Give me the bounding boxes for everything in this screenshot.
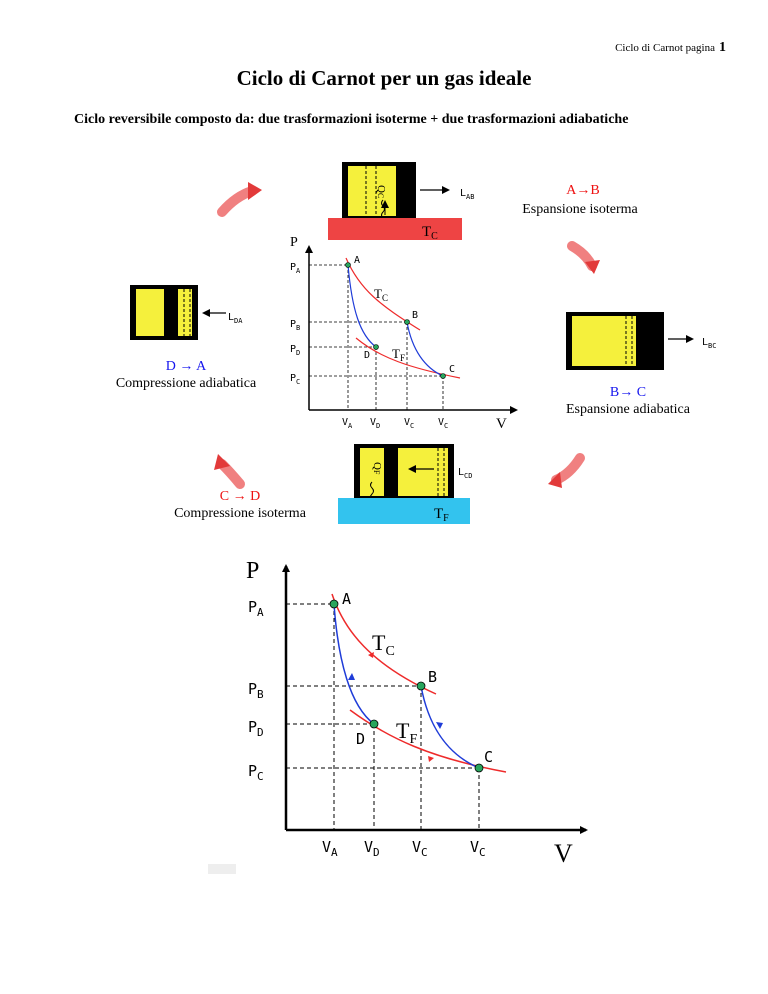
cycle-arrow-top-right [567, 241, 600, 274]
cold-reservoir: TF [338, 498, 470, 524]
heat-label-ab: QC [375, 185, 387, 198]
large-point-d: D [356, 730, 365, 748]
large-point-a: A [342, 590, 351, 608]
small-point-b: B [412, 310, 418, 321]
stage-ab-desc: Espansione isoterma [522, 202, 638, 217]
small-v-label-c2: VC [438, 417, 448, 430]
stage-da-heading: D → A [166, 359, 207, 374]
small-p-label-c: PC [290, 373, 300, 386]
page-title: Ciclo di Carnot per un gas ideale [236, 66, 532, 90]
cold-reservoir-label: TF [434, 506, 449, 524]
stage-bc-heading: B→ C [610, 385, 646, 400]
large-v-label-c1: VC [412, 838, 428, 859]
small-point-c: C [449, 364, 455, 375]
stage-cd-desc: Compressione isoterma [174, 506, 307, 521]
large-p-label-c: PC [248, 762, 264, 783]
cycle-arrow-bottom-left [214, 454, 245, 489]
large-v-label-a: VA [322, 838, 338, 859]
small-point-d: D [364, 350, 370, 361]
stage-da-desc: Compressione adiabatica [116, 376, 257, 391]
large-v-label-c2: VC [470, 838, 486, 859]
small-p-label-a: PA [290, 262, 301, 275]
small-iso-hot: TC [374, 286, 388, 303]
heat-label-cd: QF [371, 462, 383, 475]
large-iso-cold: TF [396, 718, 417, 747]
large-axis-p: P [246, 558, 259, 584]
stage-bc-desc: Espansione adiabatica [566, 402, 691, 417]
cycle-arrow-bottom-right [548, 453, 585, 488]
small-v-label-d: VD [370, 417, 380, 430]
small-v-label-c1: VC [404, 417, 414, 430]
work-label-cd: LCD [458, 467, 472, 480]
small-point-a: A [354, 255, 360, 266]
small-pv-diagram: P V A B D C TC TF PA PB [290, 235, 518, 432]
piston-cd: QF LCD [354, 444, 472, 510]
small-axis-p: P [290, 235, 298, 250]
hot-reservoir: TC [328, 218, 462, 242]
small-p-label-b: PB [290, 319, 300, 332]
work-label-da: LDA [228, 312, 243, 325]
small-axis-v: V [496, 416, 507, 432]
header-text: Ciclo di Carnot pagina [615, 42, 715, 54]
large-axis-v: V [554, 839, 573, 868]
stage-ab-heading: A→B [566, 183, 599, 198]
top-schematic: QC LAB TC A→B Espansione isoterma LDA D … [116, 162, 716, 524]
piston-bc: LBC [566, 312, 716, 370]
work-label-bc: LBC [702, 337, 716, 350]
large-v-label-d: VD [364, 838, 380, 859]
small-v-label-a: VA [342, 417, 353, 430]
large-point-c: C [484, 748, 493, 766]
large-pv-diagram: P V A B D C TC TF PA PB PD PC VA [208, 558, 588, 874]
page-number: 1 [719, 40, 726, 55]
large-p-label-a: PA [248, 598, 264, 619]
cycle-arrow-top-left [217, 182, 262, 217]
page-header: Ciclo di Carnot pagina 1 [615, 40, 726, 56]
stage-cd-heading: C → D [220, 489, 260, 504]
large-point-b: B [428, 668, 437, 686]
large-p-label-b: PB [248, 680, 264, 701]
hot-reservoir-label: TC [422, 224, 438, 242]
piston-ab: QC LAB [342, 162, 474, 220]
decorative-swatch [208, 864, 236, 874]
piston-da: LDA [130, 285, 243, 340]
large-p-label-d: PD [248, 718, 264, 739]
small-iso-cold: TF [392, 346, 405, 363]
work-label-ab: LAB [460, 188, 474, 201]
intro-text: Ciclo reversibile composto da: due trasf… [74, 112, 629, 127]
large-iso-hot: TC [372, 630, 395, 659]
small-p-label-d: PD [290, 344, 300, 357]
